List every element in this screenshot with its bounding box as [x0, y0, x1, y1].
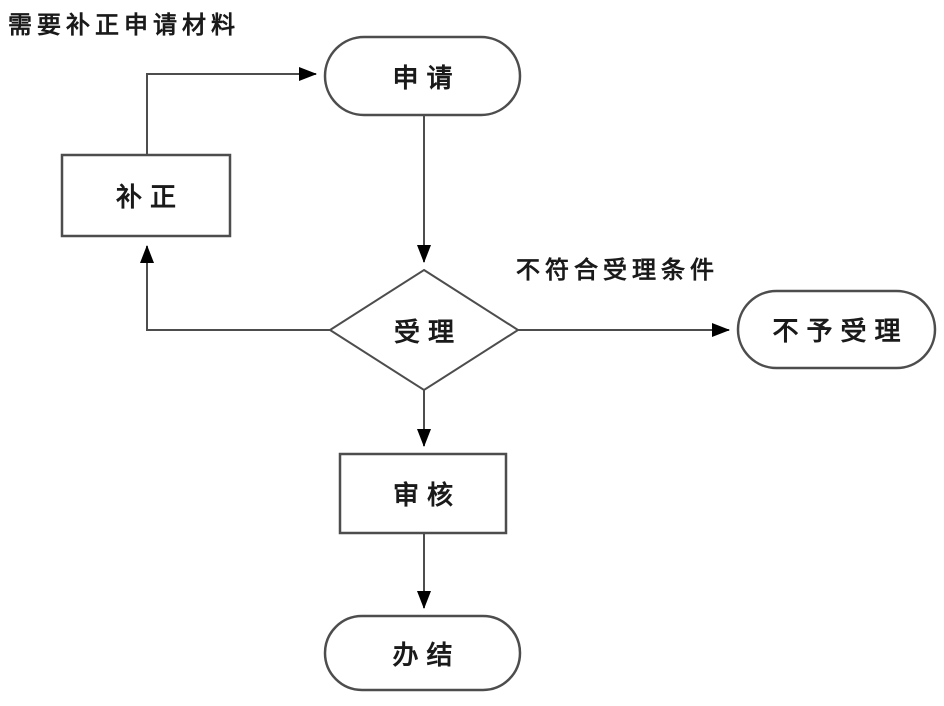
edge-correction-to-apply	[146, 67, 317, 155]
review-node-shape	[338, 452, 508, 535]
apply-node-shape	[323, 35, 522, 117]
needs-correction-annotation: 需要补正申请材料	[8, 12, 240, 39]
accept-node-shape	[328, 268, 520, 392]
not-accepted-node-shape	[736, 289, 937, 370]
reject-condition-annotation: 不符合受理条件	[516, 257, 719, 284]
correction-node-shape	[60, 153, 232, 238]
complete-node-shape	[323, 614, 522, 692]
edge-accept-to-correction	[140, 245, 330, 331]
